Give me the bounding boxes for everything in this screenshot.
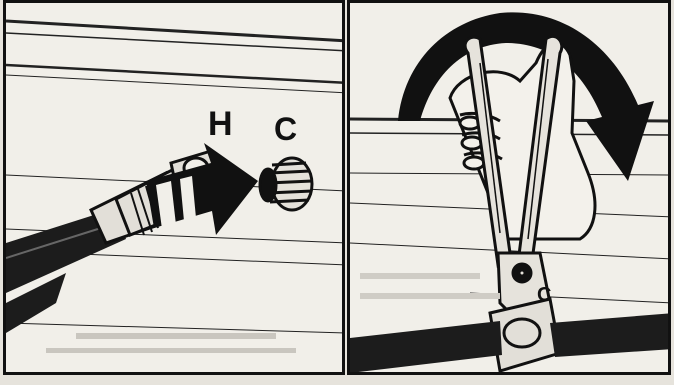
tighten-illustration	[350, 3, 671, 375]
label-inlet-c: C	[274, 113, 297, 145]
panel-tighten-pliers: C	[347, 0, 671, 375]
faded-print	[46, 333, 296, 353]
label-hose-h: H	[208, 107, 233, 141]
tap-inlet-c	[260, 158, 312, 210]
faded-print	[360, 273, 500, 299]
connect-hose-illustration	[6, 3, 345, 375]
panel-connect-hose: H C	[3, 0, 345, 375]
label-pliers-c: C	[537, 285, 551, 305]
